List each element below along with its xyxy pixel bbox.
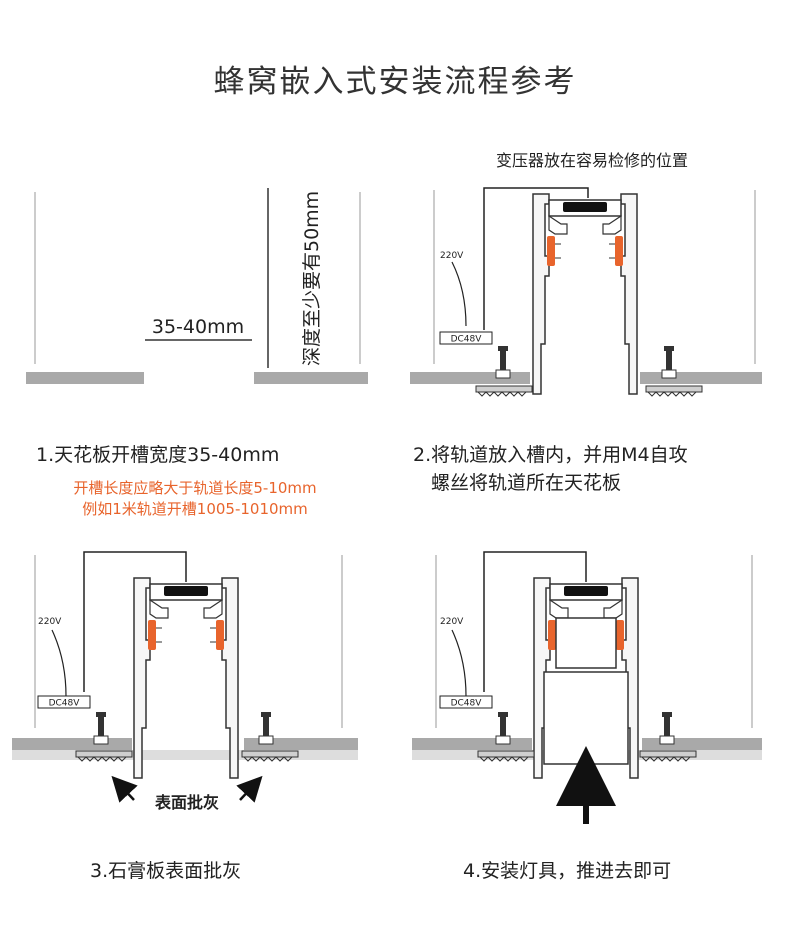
- power-wire: [483, 187, 589, 330]
- ceiling-board-left: [412, 738, 532, 750]
- step4-diagram: 220V DC48V: [412, 551, 762, 824]
- plaster-layer: [12, 750, 358, 760]
- step3-diagram: 220V DC48V 表面批灰: [12, 551, 358, 812]
- voltage-out-label: DC48V: [451, 699, 483, 709]
- voltage-out-label: DC48V: [451, 335, 483, 345]
- flange-left: [475, 385, 533, 397]
- power-wire: [83, 551, 187, 692]
- voltage-out-label: DC48V: [49, 699, 81, 709]
- screw-left: [93, 711, 109, 745]
- step1-caption: 1.天花板开槽宽度35-40mm: [36, 444, 280, 466]
- lamp-body: [543, 671, 629, 765]
- ceiling-board-left: [12, 738, 132, 750]
- step1-diagram: 35-40mm 深度至少要有50mm: [26, 188, 368, 384]
- screw-left: [495, 711, 511, 745]
- step2-caption-line2: 螺丝将轨道所在天花板: [431, 472, 622, 494]
- voltage-in-label: 220V: [440, 617, 464, 627]
- transformer-box: [37, 695, 91, 709]
- screw-right: [661, 345, 677, 379]
- track-rail: [133, 577, 239, 779]
- step3-caption: 3.石膏板表面批灰: [90, 860, 242, 882]
- step2-caption-line1: 2.将轨道放入槽内，并用M4自攻: [413, 444, 688, 466]
- step1-note-line1: 开槽长度应略大于轨道长度5-10mm: [73, 479, 317, 497]
- step4-caption: 4.安装灯具，推进去即可: [463, 860, 672, 882]
- track-rail: [532, 193, 638, 395]
- page-title: 蜂窝嵌入式安装流程参考: [213, 64, 577, 100]
- step2-diagram: 变压器放在容易检修的位置 220V DC48V: [410, 151, 762, 397]
- ceiling-board-left: [26, 372, 144, 384]
- screw-right: [659, 711, 675, 745]
- transformer-box: [439, 331, 493, 345]
- input-wire: [51, 629, 67, 697]
- depth-label: 深度至少要有50mm: [301, 191, 323, 366]
- surface-label: 表面批灰: [154, 793, 219, 812]
- ceiling-board-right: [640, 372, 762, 384]
- input-wire: [451, 629, 467, 697]
- ceiling-board-right: [254, 372, 368, 384]
- step1-note-line2: 例如1米轨道开槽1005-1010mm: [82, 500, 308, 518]
- screw-left: [495, 345, 511, 379]
- arrow-left-icon: [111, 775, 138, 803]
- voltage-in-label: 220V: [38, 617, 62, 627]
- screw-right: [258, 711, 274, 745]
- transformer-box: [439, 695, 493, 709]
- ceiling-board-left: [410, 372, 530, 384]
- flange-right: [645, 385, 703, 397]
- transformer-note: 变压器放在容易检修的位置: [496, 151, 688, 170]
- power-wire: [483, 551, 587, 692]
- lamp-head: [555, 617, 617, 669]
- input-wire: [451, 261, 467, 327]
- arrow-right-icon: [236, 775, 263, 803]
- voltage-in-label: 220V: [440, 251, 464, 261]
- width-label: 35-40mm: [152, 316, 244, 338]
